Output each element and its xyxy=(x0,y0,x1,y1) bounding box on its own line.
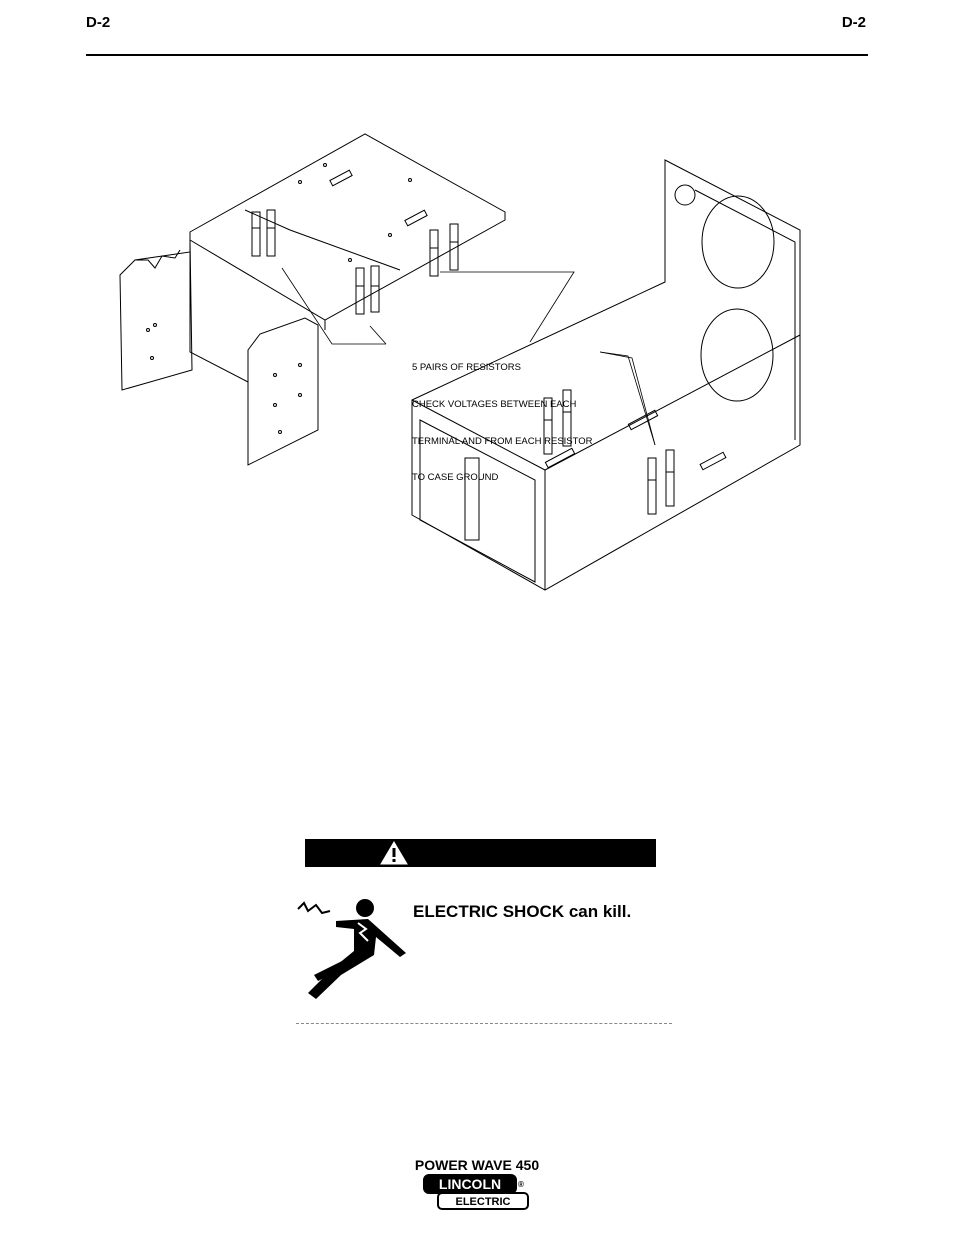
logo-bottom-text: ELECTRIC xyxy=(456,1196,511,1208)
callout-line: TO CASE GROUND xyxy=(412,472,499,484)
product-name: POWER WAVE 450 xyxy=(414,1157,540,1173)
resistor-pair-lower-2 xyxy=(647,449,675,515)
callout-leaders xyxy=(281,267,656,446)
resistor-pair-upper-1 xyxy=(251,209,276,257)
electric-shock-person-icon xyxy=(297,899,406,999)
logo-top-text: LINCOLN xyxy=(439,1176,501,1192)
right-case xyxy=(411,159,801,591)
left-side-panel xyxy=(119,239,193,391)
front-panel xyxy=(247,317,319,466)
warning-text: ELECTRIC SHOCK can kill. xyxy=(413,902,632,921)
page-number-right: D-2 xyxy=(841,14,866,31)
warning-bar xyxy=(305,839,656,867)
page-number-left: D-2 xyxy=(86,14,111,31)
resistor-pair-lower-1 xyxy=(543,389,572,455)
logo-registered-mark: ® xyxy=(518,1180,524,1189)
callout-line: 5 PAIRS OF RESISTORS xyxy=(412,362,521,374)
warning-divider xyxy=(296,1023,672,1024)
lincoln-electric-logo: LINCOLN ® ELECTRIC xyxy=(423,1174,529,1210)
resistor-pair-upper-3 xyxy=(429,223,459,277)
resistor-tall xyxy=(464,457,480,541)
resistor-location-diagram xyxy=(119,133,801,591)
warning-triangle-icon xyxy=(380,841,408,865)
resistor-pair-upper-2 xyxy=(355,265,380,315)
callout-line: CHECK VOLTAGES BETWEEN EACH xyxy=(412,399,577,411)
callout-line: TERMINAL AND FROM EACH RESISTOR xyxy=(412,435,593,447)
resistor-callout: 5 PAIRS OF RESISTORS CHECK VOLTAGES BETW… xyxy=(412,338,593,497)
header-rule xyxy=(86,54,868,56)
